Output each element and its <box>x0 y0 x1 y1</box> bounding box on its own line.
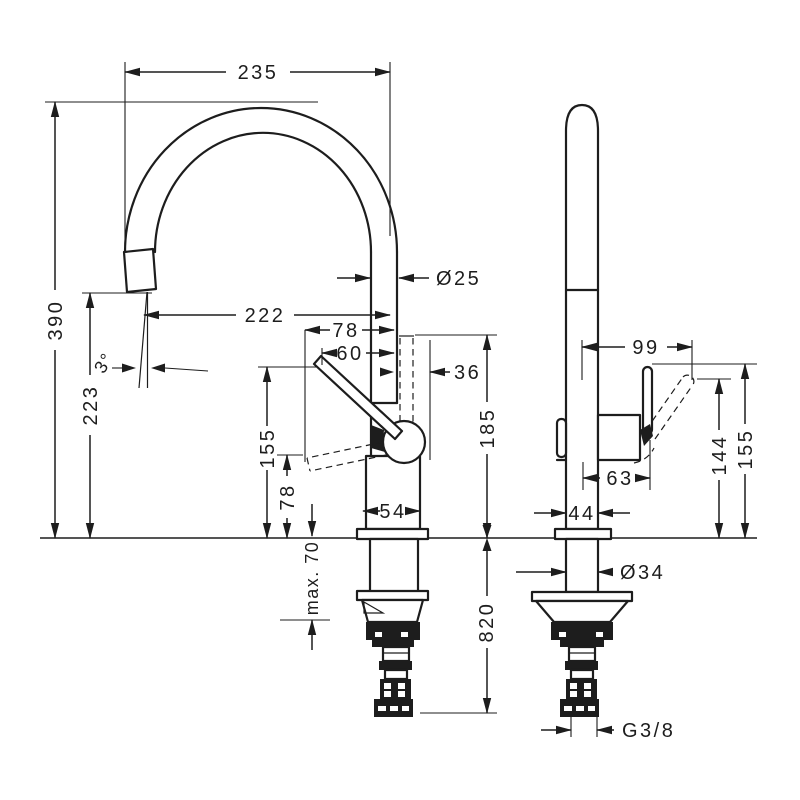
dim-label-o34: Ø34 <box>620 562 665 584</box>
side-handle <box>633 365 695 464</box>
dim-label-185: 185 <box>477 408 499 449</box>
spout-outlet <box>122 247 158 389</box>
side-mounting <box>530 527 634 717</box>
dim-handle-down-height: 78 <box>277 454 303 539</box>
dim-spout-arc-width: 235 <box>124 62 391 246</box>
side-bulge <box>555 417 568 459</box>
dim-label-820: 820 <box>476 602 498 643</box>
handle-lever <box>312 354 404 441</box>
dim-label-60: 60 <box>336 343 363 365</box>
dim-label-36: 36 <box>454 362 481 384</box>
dim-handle-open-height: 144 <box>697 378 731 539</box>
dim-label-390: 390 <box>45 300 67 341</box>
dim-label-44: 44 <box>568 503 595 525</box>
handle-alt-position <box>306 441 387 472</box>
dim-label-235: 235 <box>238 62 279 84</box>
dim-label-155-side: 155 <box>735 429 757 470</box>
side-shank <box>564 537 600 594</box>
handle-joint <box>371 425 385 452</box>
mounting-flange <box>355 589 430 602</box>
front-view: 235 390 223 3° 222 <box>45 62 499 717</box>
seal-band <box>366 622 420 640</box>
dim-handle-side-offset: 63 <box>582 440 651 490</box>
dim-label-78h: 78 <box>332 320 359 342</box>
dim-handle-back-reach: 78 <box>304 320 395 462</box>
dim-label-54: 54 <box>379 501 406 523</box>
hidden-body-part <box>399 335 414 426</box>
dim-handle-side-reach: 99 <box>581 337 693 380</box>
dim-hose-length: 820 <box>420 525 498 714</box>
dim-label-g38: G3/8 <box>622 720 675 742</box>
dim-handle-tip-offset: 60 <box>321 343 395 365</box>
side-flange <box>530 590 634 603</box>
dim-label-155-front: 155 <box>257 428 279 469</box>
dim-label-222: 222 <box>245 305 286 327</box>
side-column <box>555 103 642 531</box>
side-handle-alt-position <box>633 374 695 464</box>
handle-rod <box>641 365 654 436</box>
stream-angle-line <box>138 291 148 389</box>
dim-label-3deg: 3° <box>90 349 118 377</box>
handle-neck <box>640 424 653 446</box>
dim-shank-diameter: Ø34 <box>516 562 665 584</box>
dim-base-depth: 44 <box>534 503 630 525</box>
cartridge-block <box>596 413 642 462</box>
dim-handle-tip-height: 155 <box>257 366 318 539</box>
dim-spout-top-height: 390 <box>45 101 318 539</box>
faucet-body <box>355 454 430 541</box>
dim-label-144: 144 <box>709 435 731 476</box>
dim-spout-reach: 222 <box>143 305 391 327</box>
mounting-shank <box>355 537 430 717</box>
dim-label-223: 223 <box>80 385 102 426</box>
handle-assembly <box>306 354 427 472</box>
dim-body-top-height: 185 <box>415 334 499 539</box>
deck-plate <box>355 527 430 541</box>
dim-outlet-angle: 3° <box>90 349 209 377</box>
dim-label-78v: 78 <box>277 483 299 510</box>
dim-label-o25: Ø25 <box>436 268 481 290</box>
spout-arc <box>123 106 399 458</box>
dim-handle-top-height: 155 <box>652 363 757 539</box>
dim-base-width: 54 <box>362 501 421 523</box>
mounting-hook <box>363 600 386 614</box>
side-hose-connector <box>560 679 599 717</box>
dim-max-counter-thickness: max. 70 <box>280 504 330 650</box>
shank-collar <box>379 661 412 670</box>
side-view: 99 144 155 63 44 <box>516 103 757 742</box>
dim-hose-thread: G3/8 <box>541 717 675 742</box>
dim-rear-clearance: 36 <box>380 340 481 460</box>
dim-outlet-height: 223 <box>80 292 152 539</box>
dim-label-63: 63 <box>606 468 633 490</box>
side-deck-plate <box>553 527 613 541</box>
dim-spout-pipe-diameter: Ø25 <box>337 268 481 290</box>
hose-connector <box>374 679 413 717</box>
dim-label-99: 99 <box>632 337 659 359</box>
dim-label-max70: max. 70 <box>302 541 322 616</box>
